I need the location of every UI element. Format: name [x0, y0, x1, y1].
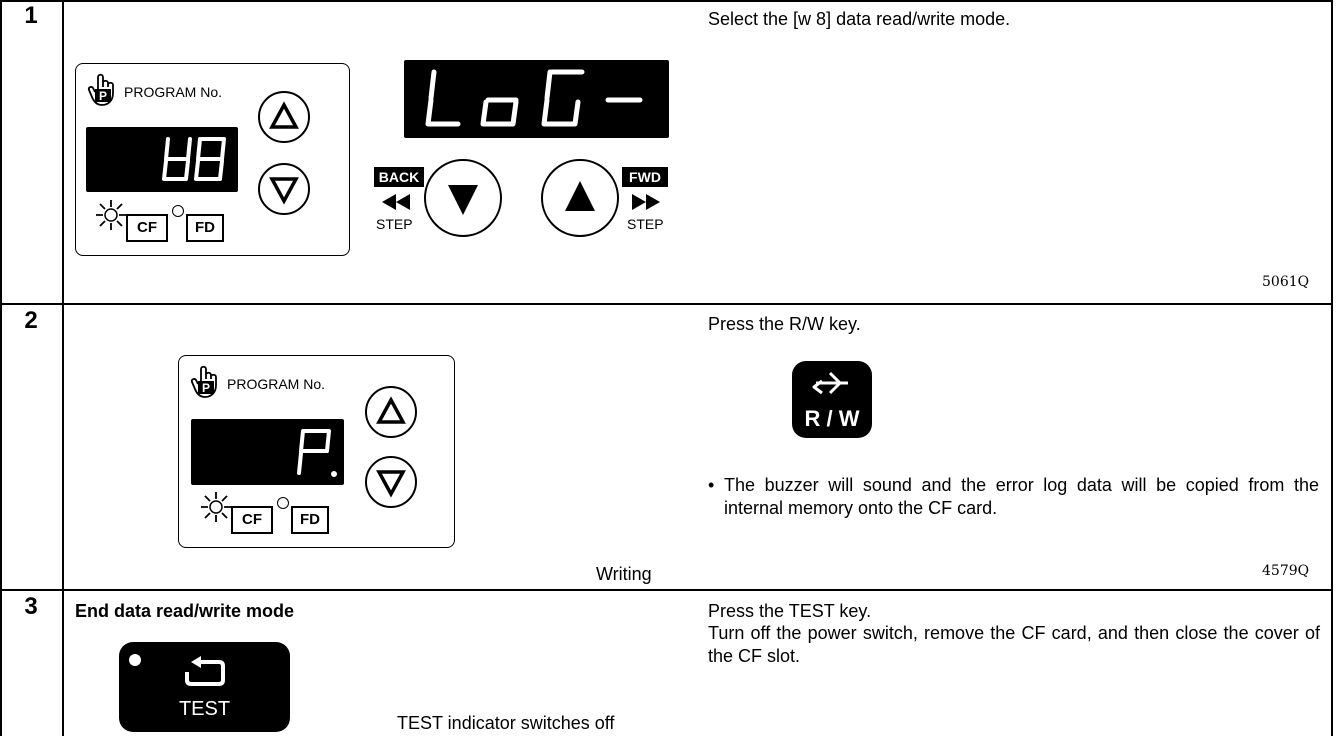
figure-id: 5061Q	[1262, 274, 1310, 290]
table-border-left	[0, 0, 2, 736]
fd-label: FD	[300, 511, 320, 528]
cf-card-icon: CF	[231, 506, 273, 534]
rw-key-label: R / W	[804, 406, 860, 431]
fd-card-icon: FD	[291, 506, 329, 534]
led-off-icon	[277, 497, 289, 509]
return-icon	[185, 656, 225, 686]
arrows-bidirectional-icon	[812, 371, 848, 395]
rewind-icon	[382, 194, 410, 210]
step-3-title: End data read/write mode	[75, 601, 295, 621]
fast-forward-icon	[632, 194, 660, 210]
led-lit-icon	[201, 492, 231, 522]
down-triangle-icon	[376, 470, 406, 498]
back-step-button[interactable]	[424, 159, 502, 237]
writing-caption: Writing	[596, 564, 652, 584]
led-off-icon	[172, 205, 184, 217]
program-no-label: PROGRAM No.	[227, 376, 326, 392]
row-divider-2	[0, 589, 1333, 591]
figure-id: 4579Q	[1262, 563, 1310, 579]
test-indicator-caption: TEST indicator switches off	[397, 713, 615, 733]
test-indicator-led	[129, 654, 141, 666]
up-button[interactable]	[365, 386, 417, 438]
step-number: 3	[24, 593, 38, 620]
cf-label: CF	[242, 511, 262, 528]
hand-p-icon: P	[190, 365, 217, 398]
led-lit-icon	[96, 200, 126, 230]
fwd-step-button[interactable]	[541, 159, 619, 237]
program-display	[86, 127, 238, 192]
row-divider-1	[0, 303, 1333, 305]
bullet-icon: •	[708, 475, 715, 495]
step-3-instruction-2: Turn off the power switch, remove the CF…	[708, 623, 1320, 666]
program-panel: P PROGRAM No. CF FD	[75, 63, 350, 256]
up-triangle-icon	[269, 101, 299, 129]
step-2-bullet: The buzzer will sound and the error log …	[724, 475, 1319, 518]
step-1-instruction: Select the [w 8] data read/write mode.	[708, 9, 1011, 29]
program-no-label: PROGRAM No.	[124, 84, 223, 100]
display-p-glyphs	[297, 429, 337, 477]
display-w8-glyphs	[162, 137, 226, 181]
program-display	[191, 419, 344, 485]
svg-text:P: P	[202, 381, 210, 395]
test-key-label: TEST	[178, 698, 231, 720]
rw-key[interactable]: R / W	[792, 361, 872, 438]
cf-card-icon: CF	[126, 214, 168, 242]
up-triangle-icon	[376, 396, 406, 424]
step-label-left: STEP	[376, 216, 413, 232]
down-triangle-icon	[269, 177, 299, 205]
column-divider	[62, 0, 64, 736]
down-solid-triangle-icon	[448, 185, 478, 215]
display-log-glyphs	[425, 69, 643, 127]
program-panel: P PROGRAM No. CF FD	[178, 355, 455, 548]
cf-label: CF	[137, 219, 157, 236]
step-3-instruction-1: Press the TEST key.	[708, 601, 872, 621]
table-border-right	[1331, 0, 1333, 736]
fwd-label: FWD	[622, 167, 668, 187]
back-label: BACK	[374, 167, 424, 187]
step-label-right: STEP	[627, 216, 664, 232]
fd-label: FD	[195, 219, 215, 236]
step-number: 1	[24, 2, 38, 29]
step-2-instruction: Press the R/W key.	[708, 314, 861, 334]
step-number: 2	[24, 307, 38, 334]
svg-text:P: P	[99, 89, 107, 103]
up-button[interactable]	[258, 91, 310, 143]
fd-card-icon: FD	[186, 214, 224, 242]
table-border-top	[0, 0, 1333, 2]
down-button[interactable]	[258, 163, 310, 215]
hand-p-icon: P	[87, 73, 114, 106]
down-button[interactable]	[365, 456, 417, 508]
test-key[interactable]: TEST	[119, 642, 290, 732]
up-solid-triangle-icon	[565, 181, 595, 211]
main-display	[404, 60, 669, 138]
